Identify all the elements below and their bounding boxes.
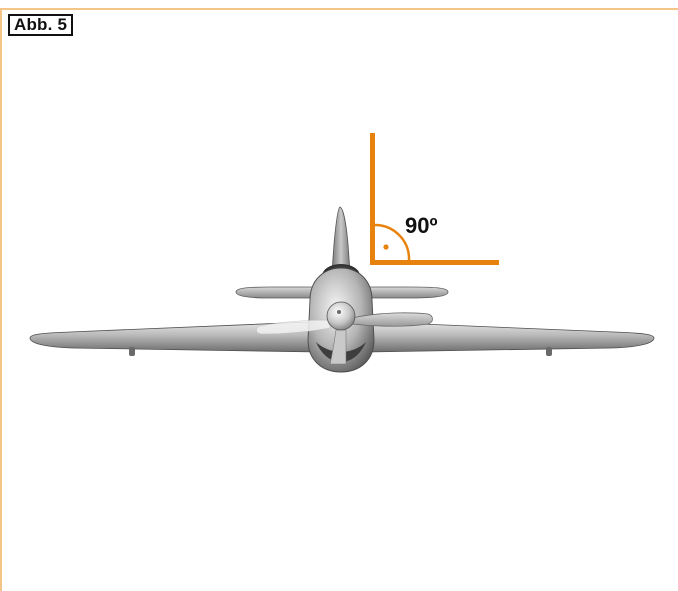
frame-left-rule	[0, 8, 2, 591]
wing-right	[363, 321, 655, 353]
spinner	[326, 301, 356, 331]
angle-label: 90º	[405, 213, 438, 238]
propeller-blade-left	[256, 319, 331, 335]
figure-label: Abb. 5	[8, 14, 74, 36]
propeller-blade-right	[351, 312, 433, 327]
right-angle-icon: 90º	[370, 133, 499, 265]
spinner-tip	[337, 310, 341, 314]
airplane-front-view-icon	[29, 206, 655, 373]
wing-pod-right	[546, 347, 552, 356]
wing-pod-left	[129, 347, 135, 356]
propeller-blade-bottom	[329, 329, 347, 365]
angle-dot	[383, 244, 389, 250]
vertical-fin	[331, 206, 351, 273]
frame-top-rule	[0, 8, 678, 10]
angle-arc	[374, 223, 411, 261]
